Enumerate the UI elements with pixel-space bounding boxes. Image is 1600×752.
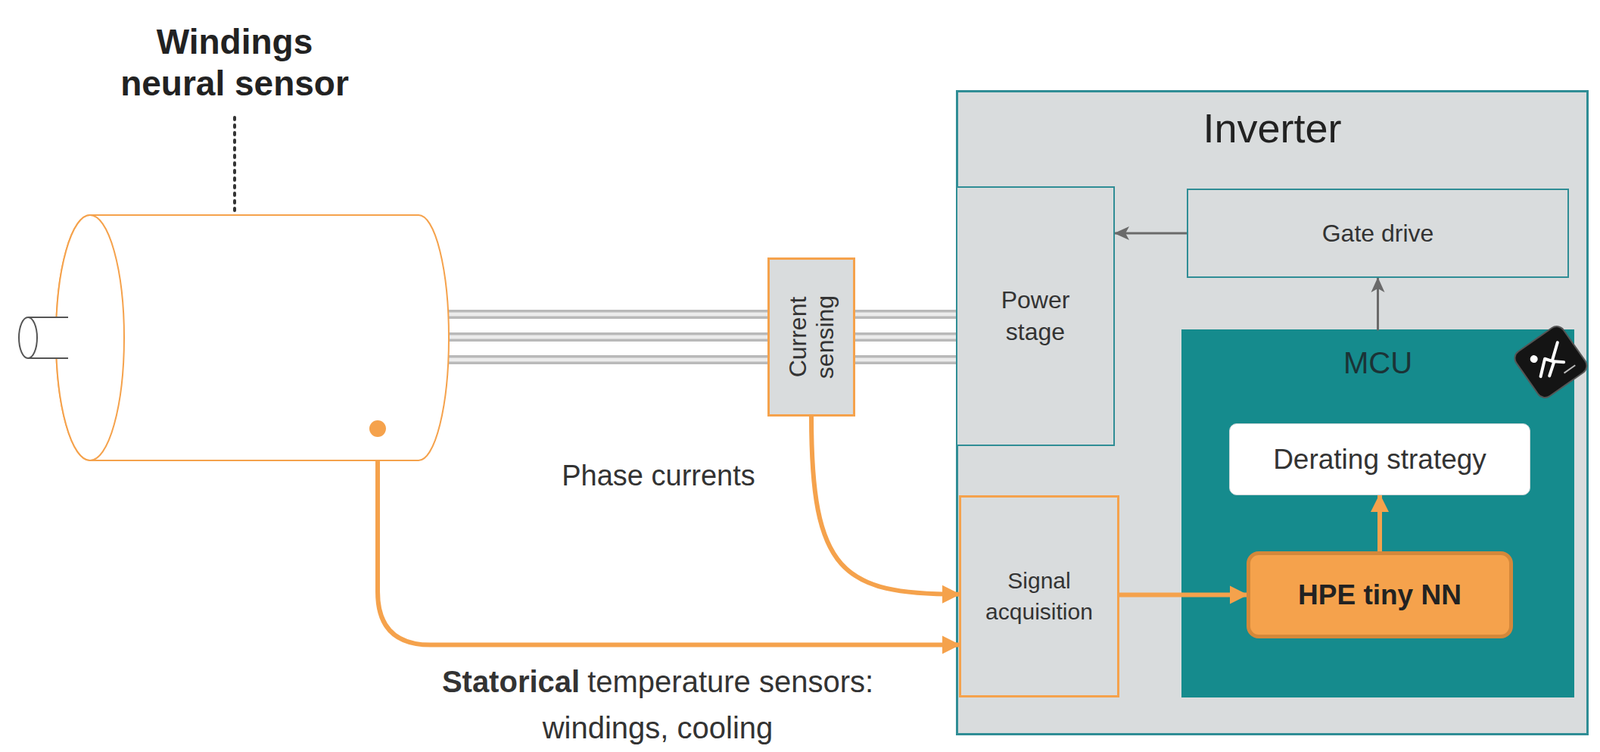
annotation-text: Statorical bbox=[442, 664, 580, 698]
motor-drawing bbox=[15, 214, 449, 461]
node-label: Signal acquisition bbox=[971, 565, 1108, 627]
inverter-housing: InverterPower stage Gate driveMCU Derating… bbox=[955, 90, 1589, 735]
node-label: MCU bbox=[1181, 345, 1575, 380]
node-label: Power stage bbox=[978, 284, 1093, 348]
current-sensing-box: Current sensing bbox=[767, 257, 856, 417]
connector bbox=[377, 428, 959, 645]
connector bbox=[1377, 277, 1379, 330]
signal-acquisition-box: Signal acquisition bbox=[958, 494, 1120, 698]
connector bbox=[811, 416, 959, 595]
node-label: HPE tiny NN bbox=[1298, 578, 1462, 611]
sensor-caption: Statoricaltemperature sensors: windings,… bbox=[438, 661, 878, 752]
node-label: Gate drive bbox=[1322, 219, 1435, 248]
gate-drive-box: Gate drive bbox=[1186, 188, 1569, 278]
node-label: Inverter bbox=[958, 104, 1587, 152]
chip-badge bbox=[1508, 323, 1594, 400]
node-label: Current sensing bbox=[784, 264, 839, 409]
node-label: Derating strategy bbox=[1273, 443, 1487, 476]
motor-cylinder: Windings neural sensor bbox=[15, 214, 449, 461]
neural-network-box: HPE tiny NN bbox=[1246, 550, 1513, 639]
derating-strategy-box: Derating strategy bbox=[1229, 423, 1531, 495]
connector bbox=[448, 314, 768, 360]
connector bbox=[1119, 594, 1247, 595]
annotation-text: temperature sensors: windings, cooling bbox=[542, 664, 874, 744]
power-stage-box: Power stage bbox=[955, 186, 1115, 446]
annotation-text: Phase currents bbox=[507, 459, 810, 492]
node-label: Windings neural sensor bbox=[105, 21, 364, 105]
connector bbox=[1114, 233, 1187, 234]
connector bbox=[855, 314, 956, 360]
connector bbox=[1379, 494, 1381, 551]
